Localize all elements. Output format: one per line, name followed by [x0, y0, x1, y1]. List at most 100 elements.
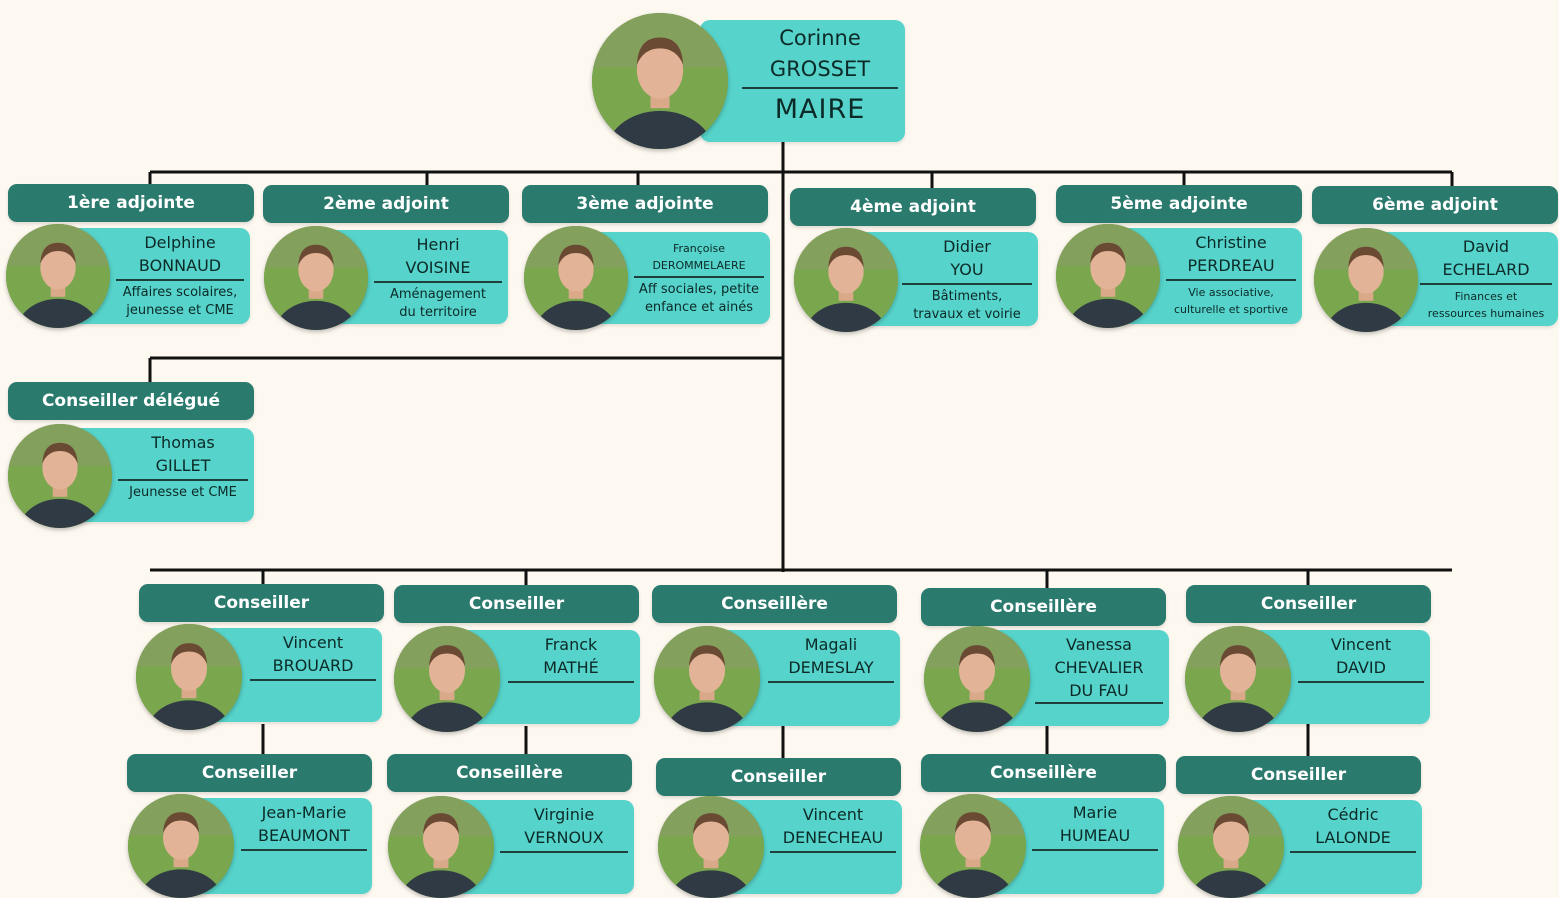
conseiller-8-title: Conseiller: [656, 758, 901, 796]
adjoint-6-role-line2: ressources humaines: [1427, 307, 1545, 320]
conseiller-4-divider: [1034, 702, 1164, 704]
adjoint-1-last-name: BONNAUD: [138, 256, 222, 275]
conseiller-10-last-name: LALONDE: [1315, 828, 1391, 847]
mayor-last-name: GROSSET: [769, 57, 871, 81]
conseiller-4-first-name: Vanessa: [1066, 635, 1132, 654]
adjoint-5-first-name: Christine: [1195, 233, 1267, 252]
conseiller-9-photo: [920, 794, 1026, 898]
conseiller-10-divider: [1289, 851, 1417, 853]
conseiller-10-photo: [1178, 796, 1284, 898]
delegue-title: Conseiller délégué: [8, 382, 254, 420]
conseiller-2-photo: [394, 626, 500, 732]
conseiller-9-last-name: HUMEAU: [1059, 826, 1131, 845]
adjoint-4-photo: [794, 228, 898, 332]
adjoint-4-title: 4ème adjoint: [790, 188, 1036, 226]
adjoint-2-photo: [264, 226, 368, 330]
person-photo-icon: [128, 794, 234, 898]
adjoint-5-role-line1: Vie associative,: [1188, 286, 1274, 299]
conseiller-1-divider: [249, 679, 377, 681]
conseiller-3-divider: [767, 681, 895, 683]
adjoint-5-divider: [1165, 279, 1297, 281]
mayor-divider: [741, 87, 899, 89]
adjoint-3-last-name: DEROMMELAERE: [652, 259, 746, 272]
adjoint-4-divider: [901, 283, 1033, 285]
conseiller-8-last-name: DENECHEAU: [782, 828, 884, 847]
adjoint-4-role-line2: travaux et voirie: [913, 307, 1021, 322]
adjoint-5-last-name: PERDREAU: [1187, 256, 1275, 275]
conseiller-4-last-name: CHEVALIER: [1054, 658, 1144, 677]
conseiller-6-last-name: BEAUMONT: [258, 826, 350, 845]
person-photo-icon: [524, 226, 628, 330]
adjoint-1-photo: [6, 224, 110, 328]
conseiller-4-photo: [924, 626, 1030, 732]
person-photo-icon: [388, 796, 494, 898]
adjoint-3-first-name: Françoise: [672, 242, 726, 255]
adjoint-3-role-line2: enfance et ainés: [644, 300, 754, 315]
person-photo-icon: [1185, 626, 1291, 732]
adjoint-1-divider: [115, 279, 245, 281]
conseiller-6-photo: [128, 794, 234, 898]
person-photo-icon: [592, 13, 728, 149]
adjoint-3-role-line1: Aff sociales, petite: [638, 282, 760, 297]
adjoint-5-title: 5ème adjointe: [1056, 185, 1302, 223]
person-photo-icon: [794, 228, 898, 332]
conseiller-10-title: Conseiller: [1176, 756, 1421, 794]
mayor-role: MAIRE: [774, 94, 866, 125]
conseiller-6-divider: [241, 849, 367, 851]
delegue-photo: [8, 424, 112, 528]
adjoint-2-first-name: Henri: [416, 235, 460, 254]
conseiller-8-photo: [658, 796, 764, 898]
adjoint-6-title: 6ème adjoint: [1312, 186, 1558, 224]
delegue-first-name: Thomas: [151, 433, 215, 452]
person-photo-icon: [654, 626, 760, 732]
adjoint-1-role-line1: Affaires scolaires,: [122, 285, 238, 300]
conseiller-3-photo: [654, 626, 760, 732]
conseiller-5-divider: [1297, 681, 1425, 683]
mayor-card: Corinne GROSSET MAIRE: [700, 20, 905, 142]
conseiller-1-last-name: BROUARD: [272, 656, 354, 675]
delegue-role: Jeunesse et CME: [129, 485, 237, 500]
adjoint-3-photo: [524, 226, 628, 330]
adjoint-5-role-line2: culturelle et sportive: [1174, 303, 1288, 316]
adjoint-1-title: 1ère adjointe: [8, 184, 254, 222]
conseiller-6-first-name: Jean-Marie: [261, 803, 347, 822]
person-photo-icon: [920, 794, 1026, 898]
conseiller-2-first-name: Franck: [544, 635, 598, 654]
person-photo-icon: [1178, 796, 1284, 898]
conseiller-1-first-name: Vincent: [282, 633, 344, 652]
conseiller-9-title: Conseillère: [921, 754, 1166, 792]
connector-lines: [148, 140, 1454, 758]
mayor-first-name: Corinne: [779, 26, 861, 50]
person-photo-icon: [658, 796, 764, 898]
conseiller-2-divider: [507, 681, 635, 683]
adjoint-4-first-name: Didier: [943, 237, 991, 256]
conseiller-6-title: Conseiller: [127, 754, 372, 792]
conseiller-3-first-name: Magali: [804, 635, 858, 654]
person-photo-icon: [264, 226, 368, 330]
conseiller-7-photo: [388, 796, 494, 898]
conseiller-4-title: Conseillère: [921, 588, 1166, 626]
conseiller-1-title: Conseiller: [139, 584, 384, 622]
conseiller-5-first-name: Vincent: [1330, 635, 1392, 654]
delegue-divider: [117, 479, 249, 481]
conseiller-8-first-name: Vincent: [802, 805, 864, 824]
adjoint-2-divider: [373, 281, 503, 283]
conseiller-4-last-name-line2: DU FAU: [1069, 681, 1129, 700]
mayor-photo: [592, 13, 728, 149]
person-photo-icon: [924, 626, 1030, 732]
conseiller-9-divider: [1031, 849, 1159, 851]
delegue-last-name: GILLET: [155, 456, 211, 475]
adjoint-4-role-line1: Bâtiments,: [931, 289, 1003, 304]
conseiller-7-divider: [499, 851, 629, 853]
conseiller-5-photo: [1185, 626, 1291, 732]
person-photo-icon: [8, 424, 112, 528]
adjoint-5-photo: [1056, 224, 1160, 328]
conseiller-5-title: Conseiller: [1186, 585, 1431, 623]
conseiller-10-first-name: Cédric: [1327, 805, 1379, 824]
adjoint-6-role-line1: Finances et: [1454, 290, 1518, 303]
conseiller-3-title: Conseillère: [652, 585, 897, 623]
conseiller-7-last-name: VERNOUX: [524, 828, 604, 847]
conseiller-8-divider: [769, 851, 897, 853]
adjoint-2-title: 2ème adjoint: [263, 185, 509, 223]
